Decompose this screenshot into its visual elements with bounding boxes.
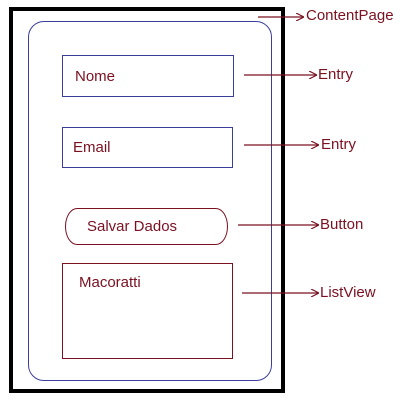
save-data-button[interactable]: Salvar Dados bbox=[65, 208, 228, 245]
save-data-button-label: Salvar Dados bbox=[87, 218, 178, 235]
nome-entry[interactable]: Nome bbox=[62, 55, 234, 97]
callout-content-page: ContentPage bbox=[306, 7, 394, 24]
nome-entry-label: Nome bbox=[75, 67, 116, 85]
callout-button: Button bbox=[320, 216, 364, 233]
email-entry[interactable]: Email bbox=[62, 127, 233, 168]
email-entry-label: Email bbox=[73, 139, 111, 156]
callout-entry-2: Entry bbox=[321, 136, 357, 153]
content-page-outline bbox=[28, 21, 272, 381]
callout-entry-1: Entry bbox=[318, 66, 354, 83]
list-view[interactable]: Macoratti bbox=[62, 263, 233, 359]
list-item[interactable]: Macoratti bbox=[79, 274, 141, 291]
phone-frame bbox=[9, 7, 285, 393]
callout-list-view: ListView bbox=[320, 284, 376, 301]
